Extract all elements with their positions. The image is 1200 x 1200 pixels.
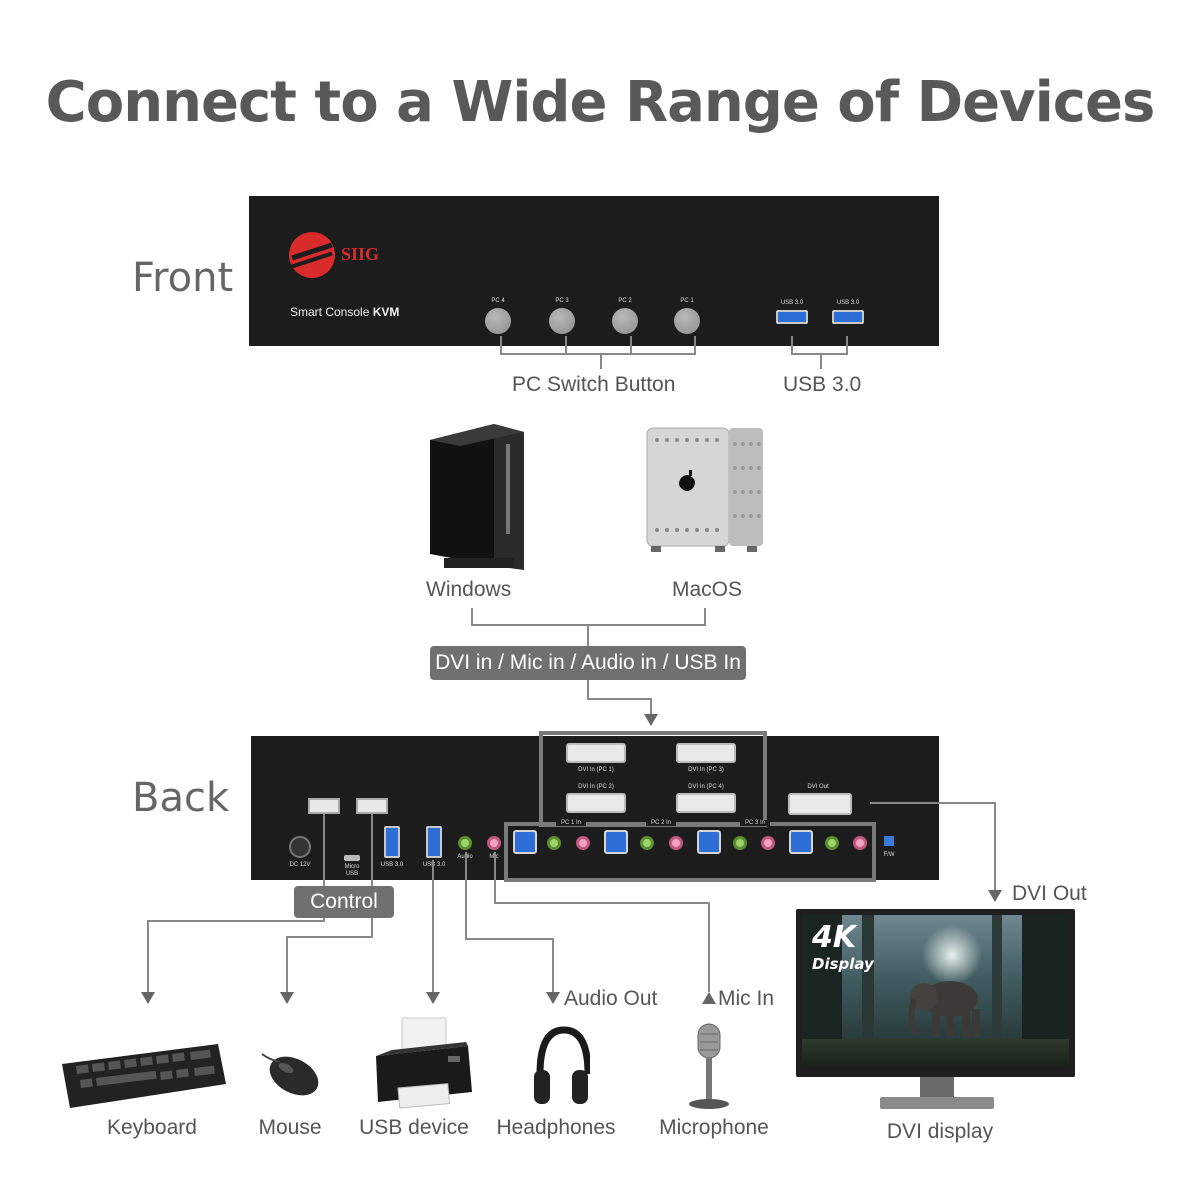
arrow-up-icon (702, 992, 716, 1004)
arrow-down-icon (141, 992, 155, 1004)
dvi-in-pc1-port[interactable] (566, 743, 626, 763)
windows-label: Windows (426, 578, 512, 601)
monitor-stand-neck (920, 1077, 954, 1099)
mouse-label: Mouse (258, 1116, 322, 1139)
pc1-switch-button[interactable] (674, 308, 700, 334)
mouse-usb-port[interactable] (356, 798, 388, 814)
macos-label: MacOS (672, 578, 743, 601)
pc2-in-label: PC 2 In (646, 820, 676, 826)
page-title: Connect to a Wide Range of Devices (45, 70, 1156, 135)
microphone-icon (689, 1023, 729, 1109)
arrow-down-icon (426, 992, 440, 1004)
arrow-down-icon (546, 992, 560, 1004)
mic-in-jack[interactable] (487, 836, 501, 850)
dc-power-jack[interactable] (289, 836, 311, 858)
pc1-audio-jack[interactable] (547, 836, 561, 850)
product-bold: KVM (372, 305, 400, 319)
audio-label: Audio (452, 854, 478, 860)
mac-pro-icon (646, 427, 763, 552)
headphones-icon (534, 1026, 590, 1104)
dvi-display-monitor: 4K Display (796, 909, 1075, 1077)
siig-logo-icon (289, 232, 335, 278)
dvi-in-pc3-label: DVI In (PC 3) (688, 767, 724, 773)
pc3-usb-b-port[interactable] (697, 830, 721, 854)
pc3-switch-button[interactable] (549, 308, 575, 334)
pc3-in-label: PC 3 In (740, 820, 770, 826)
front-label: Front (132, 255, 234, 301)
input-types-pill: DVI in / Mic in / Audio in / USB In (430, 646, 746, 680)
pc2-mic-jack[interactable] (669, 836, 683, 850)
display-badge-text: Display (812, 955, 874, 973)
pc3-audio-jack[interactable] (733, 836, 747, 850)
product-prefix: Smart Console (290, 305, 373, 319)
headphones-label: Headphones (496, 1116, 616, 1139)
pc2-audio-jack[interactable] (640, 836, 654, 850)
windows-pc-tower-icon (430, 424, 524, 570)
product-name: Smart Console KVM (290, 305, 399, 319)
control-pill: Control (294, 886, 394, 918)
mic-in-callout: Mic In (718, 987, 775, 1010)
back-label: Back (132, 775, 230, 821)
arrow-down-icon (280, 992, 294, 1004)
pc2-label: PC 2 (618, 298, 632, 304)
pc4-label: PC 4 (491, 298, 505, 304)
micro-usb-port[interactable] (344, 855, 360, 861)
pc1-in-label: PC 1 In (556, 820, 586, 826)
monitor-stand-base (880, 1097, 994, 1109)
dvi-in-pc2-label: DVI In (PC 2) (578, 784, 614, 790)
microphone-label: Microphone (659, 1116, 769, 1139)
dvi-out-label: DVI Out (807, 784, 829, 790)
pc3-mic-jack[interactable] (761, 836, 775, 850)
usb-front-label-1: USB 3.0 (780, 300, 804, 306)
usb-back-port-1[interactable] (384, 826, 400, 858)
pc4-switch-button[interactable] (485, 308, 511, 334)
pc2-usb-b-port[interactable] (604, 830, 628, 854)
fw-label: F/W (883, 852, 895, 858)
usb-back-label-2: USB 3.0 (422, 862, 446, 868)
arrow-down-icon (644, 714, 658, 726)
usb-front-port-1[interactable] (776, 310, 808, 324)
dvi-in-pc3-port[interactable] (676, 743, 736, 763)
usb-device-label: USB device (359, 1116, 469, 1139)
keyboard-icon (62, 1044, 226, 1108)
dvi-in-pc4-label: DVI In (PC 4) (688, 784, 724, 790)
dvi-display-label: DVI display (886, 1120, 994, 1143)
pc1-usb-b-port[interactable] (513, 830, 537, 854)
pc4-mic-jack[interactable] (853, 836, 867, 850)
pc1-mic-jack[interactable] (576, 836, 590, 850)
usb-front-port-2[interactable] (832, 310, 864, 324)
pc4-usb-b-port[interactable] (789, 830, 813, 854)
kvm-front-panel: SIIG Smart Console KVM PC 4 PC 3 PC 2 PC… (249, 196, 939, 346)
keyboard-label: Keyboard (107, 1116, 197, 1139)
pc-switch-callout: PC Switch Button (512, 373, 676, 396)
pc3-label: PC 3 (555, 298, 569, 304)
elephant-icon (908, 981, 980, 1037)
keyboard-usb-port[interactable] (308, 798, 340, 814)
audio-out-callout: Audio Out (564, 987, 658, 1010)
usb-back-label-1: USB 3.0 (380, 862, 404, 868)
dvi-in-pc2-port[interactable] (566, 793, 626, 813)
usb-front-callout: USB 3.0 (783, 373, 862, 396)
dvi-in-pc1-label: DVI In (PC 1) (578, 767, 614, 773)
display-screen: 4K Display (802, 915, 1069, 1065)
dc-label: DC 12V (289, 862, 311, 868)
brand-name: SIIG (341, 244, 380, 264)
pc4-audio-jack[interactable] (825, 836, 839, 850)
usb-back-port-2[interactable] (426, 826, 442, 858)
firmware-switch[interactable] (884, 836, 894, 846)
micro-usb-label: Micro USB (344, 864, 360, 877)
pc2-switch-button[interactable] (612, 308, 638, 334)
printer-icon (376, 1017, 472, 1109)
pc-in-highlight (504, 822, 876, 882)
pc1-label: PC 1 (680, 298, 694, 304)
display-badge-4k: 4K (812, 920, 857, 955)
arrow-down-icon (988, 890, 1002, 902)
dvi-out-port[interactable] (788, 793, 852, 815)
mouse-icon (261, 1053, 319, 1096)
dvi-out-callout: DVI Out (1012, 882, 1087, 905)
usb-front-label-2: USB 3.0 (836, 300, 860, 306)
dvi-in-pc4-port[interactable] (676, 793, 736, 813)
audio-out-jack[interactable] (458, 836, 472, 850)
